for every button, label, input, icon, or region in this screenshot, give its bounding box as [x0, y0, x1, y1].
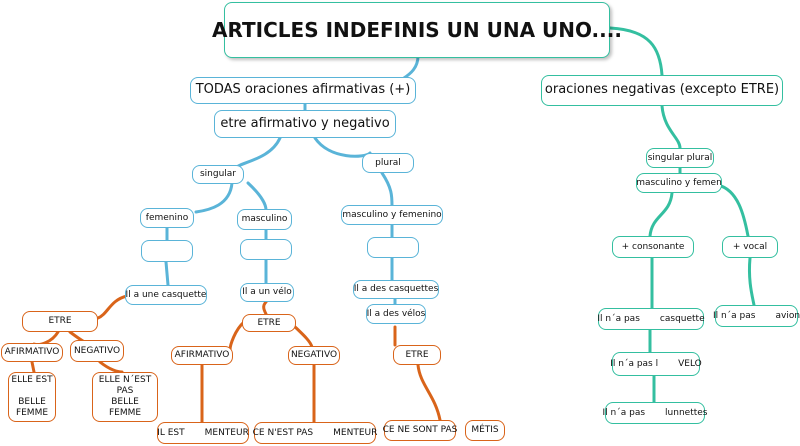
il-a-une-casquette-node[interactable]: Il a une casquette	[125, 285, 207, 305]
femenino-node[interactable]: femenino	[140, 208, 194, 228]
masculino-blank-node[interactable]	[240, 239, 292, 260]
femenino-blank-node[interactable]	[141, 240, 193, 262]
plural-node[interactable]: plural	[362, 153, 414, 173]
il-a-des-casquettes-node[interactable]: Il a des casquettes	[353, 280, 439, 299]
masculino-y-femenino-node[interactable]: masculino y femenino	[341, 205, 443, 225]
il-na-pas-casquette-node[interactable]: Il n´a pas casquette	[597, 308, 705, 330]
oraciones-negativas-node[interactable]: oraciones negativas (excepto ETRE)	[541, 75, 783, 106]
etre-node-1[interactable]: ETRE	[22, 311, 98, 332]
vocal-node[interactable]: + vocal	[722, 236, 778, 258]
il-na-pas-avion-node[interactable]: Il n´a pas avion	[713, 305, 800, 327]
ce-ne-sont-pas-node[interactable]: CE NE SONT PAS	[383, 420, 457, 441]
ce-nest-pas-menteur-node[interactable]: CE N'EST PAS MENTEUR	[253, 422, 377, 444]
il-est-menteur-node[interactable]: IL EST MENTEUR	[157, 422, 249, 444]
consonante-node[interactable]: + consonante	[612, 236, 694, 258]
etre-node-3[interactable]: ETRE	[393, 345, 441, 365]
root-title[interactable]: ARTICLES INDEFINIS UN UNA UNO....	[212, 2, 622, 58]
singular-plural-node[interactable]: singular plural	[646, 148, 714, 168]
elle-nest-pas-belle-femme-node[interactable]: ELLE N´EST PAS BELLE FEMME	[92, 372, 158, 422]
etre-afirmativo-negativo-node[interactable]: etre afirmativo y negativo	[214, 110, 396, 138]
elle-est-belle-femme-node[interactable]: ELLE EST BELLE FEMME	[8, 372, 56, 422]
metis-node[interactable]: MÉTIS	[465, 420, 505, 441]
il-na-pas-velo-node[interactable]: Il n´a pas l VELO	[610, 352, 702, 376]
negativo-node-1[interactable]: NEGATIVO	[70, 340, 124, 362]
il-a-des-velos-node[interactable]: Il a des vélos	[366, 304, 426, 324]
todas-oraciones-afirmativas-node[interactable]: TODAS oraciones afirmativas (+)	[190, 77, 416, 104]
il-na-pas-lunnettes-node[interactable]: Il n´a pas lunnettes	[603, 402, 708, 424]
negativo-node-2[interactable]: NEGATIVO	[288, 346, 340, 365]
il-a-un-velo-node[interactable]: Il a un vélo	[240, 283, 294, 302]
plural-blank-node[interactable]	[367, 237, 419, 258]
afirmativo-node-1[interactable]: AFIRMATIVO	[1, 343, 63, 362]
masculino-node[interactable]: masculino	[237, 209, 292, 230]
afirmativo-node-2[interactable]: AFIRMATIVO	[171, 346, 233, 365]
etre-node-2[interactable]: ETRE	[242, 314, 296, 332]
singular-node[interactable]: singular	[192, 165, 244, 184]
masculino-y-femen-node[interactable]: masculino y femen	[636, 173, 722, 193]
